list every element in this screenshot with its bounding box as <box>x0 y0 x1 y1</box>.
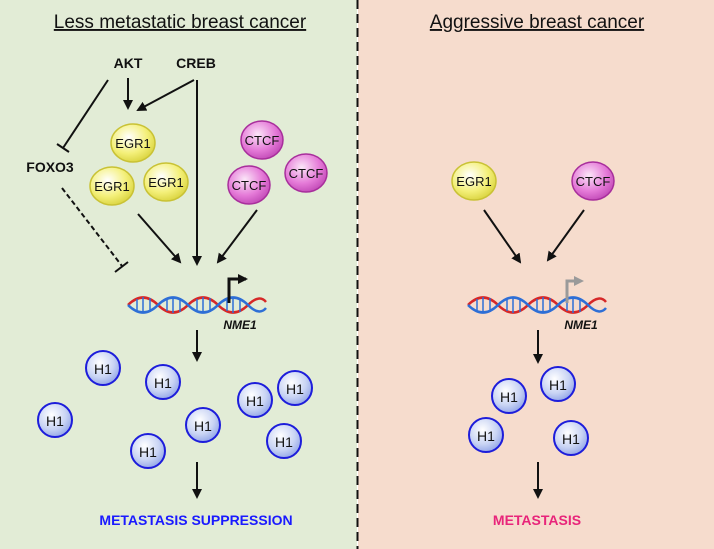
creb-label: CREB <box>176 55 216 71</box>
ctcf-label: CTCF <box>245 133 280 148</box>
dna-helix-right <box>467 296 607 314</box>
h1-label: H1 <box>46 413 64 429</box>
ctcf-node: CTCF <box>240 120 284 160</box>
h1-node: H1 <box>85 350 121 386</box>
h1-label: H1 <box>246 393 264 409</box>
h1-node: H1 <box>266 423 302 459</box>
h1-label: H1 <box>139 444 157 460</box>
egr1-node: EGR1 <box>143 162 189 202</box>
h1-label: H1 <box>275 434 293 450</box>
akt-inhibition-bar <box>56 143 70 153</box>
h1-node: H1 <box>185 407 221 443</box>
nme1-gene-label: NME1 <box>223 318 257 332</box>
foxo3-inhibition-bar <box>114 261 129 273</box>
akt-inhibits-foxo3-line <box>62 79 109 149</box>
foxo3-label: FOXO3 <box>26 159 74 175</box>
h1-node: H1 <box>37 402 73 438</box>
egr1-node: EGR1 <box>89 166 135 206</box>
ctcf-to-nme1-arrow <box>216 209 258 264</box>
egr1-label: EGR1 <box>456 174 491 189</box>
right-panel-title: Aggressive breast cancer <box>430 12 645 33</box>
h1-label: H1 <box>154 375 172 391</box>
ctcf-node: CTCF <box>284 153 328 193</box>
h1-node: H1 <box>553 420 589 456</box>
egr1-label: EGR1 <box>115 136 150 151</box>
h1-node: H1 <box>130 433 166 469</box>
ctcf-label: CTCF <box>289 166 324 181</box>
h1-label: H1 <box>562 431 580 447</box>
egr1-to-nme1-arrow <box>137 213 182 264</box>
egr1-label: EGR1 <box>148 175 183 190</box>
h1-node: H1 <box>145 364 181 400</box>
egr1-to-nme1-arrow <box>483 209 522 264</box>
h1-label: H1 <box>549 377 567 393</box>
akt-label: AKT <box>114 55 143 71</box>
foxo3-inhibits-nme1-line <box>61 187 123 267</box>
metastasis-label: METASTASIS <box>493 512 581 528</box>
egr1-node: EGR1 <box>451 161 497 201</box>
h1-node: H1 <box>540 366 576 402</box>
left-panel-title: Less metastatic breast cancer <box>54 12 307 33</box>
reduced-transcription-arrow <box>565 276 584 303</box>
h1-node: H1 <box>491 378 527 414</box>
right-panel-background <box>358 0 714 549</box>
metastasis-suppression-label: METASTASIS SUPPRESSION <box>99 512 292 528</box>
h1-node: H1 <box>277 370 313 406</box>
left-panel-background <box>0 0 357 549</box>
nme1-gene-label: NME1 <box>564 318 598 332</box>
creb-to-egr1-arrow <box>136 79 195 111</box>
dna-helix-left <box>127 296 267 314</box>
ctcf-node: CTCF <box>571 161 615 201</box>
egr1-node: EGR1 <box>110 123 156 163</box>
ctcf-label: CTCF <box>576 174 611 189</box>
h1-node: H1 <box>237 382 273 418</box>
ctcf-to-nme1-arrow <box>546 209 585 262</box>
h1-label: H1 <box>194 418 212 434</box>
transcription-start-arrow <box>227 274 248 303</box>
h1-label: H1 <box>94 361 112 377</box>
ctcf-node: CTCF <box>227 165 271 205</box>
h1-label: H1 <box>286 381 304 397</box>
h1-node: H1 <box>468 417 504 453</box>
h1-label: H1 <box>500 389 518 405</box>
egr1-label: EGR1 <box>94 179 129 194</box>
h1-label: H1 <box>477 428 495 444</box>
ctcf-label: CTCF <box>232 178 267 193</box>
